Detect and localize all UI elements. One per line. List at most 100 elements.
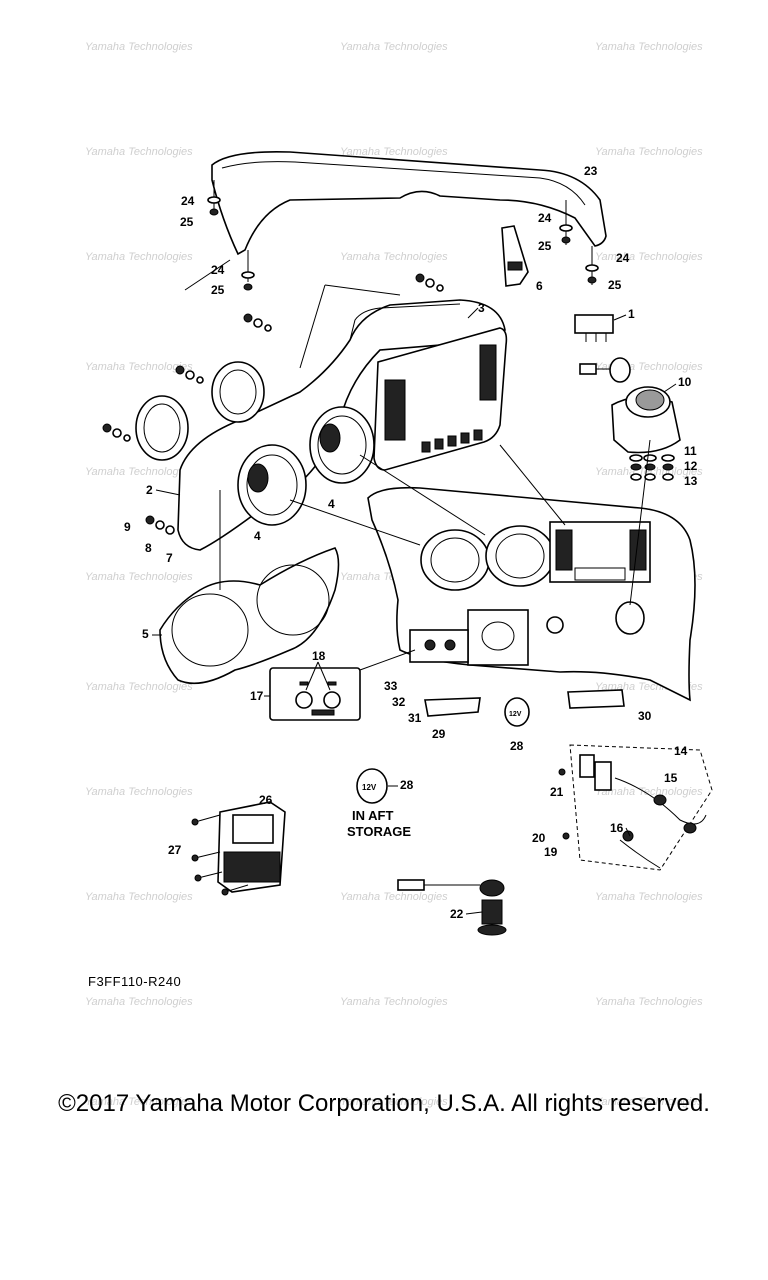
callout-3: 3 [478,301,485,315]
svg-text:Yamaha Technologies: Yamaha Technologies [340,891,448,903]
svg-text:Yamaha Technologies: Yamaha Technologies [85,681,193,693]
callout-19: 19 [544,845,558,859]
svg-text:Yamaha Technologies: Yamaha Technologies [340,251,448,263]
svg-text:Yamaha Technologies: Yamaha Technologies [595,466,703,478]
callout-1: 1 [628,307,635,321]
gauge-lower [237,444,307,526]
diagram-code: F3FF110-R240 [88,974,182,989]
callout-24a: 24 [181,194,195,208]
svg-text:Yamaha Technologies: Yamaha Technologies [340,41,448,53]
gauge-upper [309,406,375,484]
screw-21 [558,768,566,776]
vent-right [567,689,625,709]
svg-text:12V: 12V [509,711,522,718]
callout-28b: 28 [510,739,524,753]
svg-text:Yamaha Technologies: Yamaha Technologies [595,41,703,53]
usb-panel [269,667,361,721]
svg-text:Yamaha Technologies: Yamaha Technologies [85,251,193,263]
callout-31: 31 [408,711,422,725]
callout-29: 29 [432,727,446,741]
screw-19 [562,832,570,840]
vent-left [424,697,481,717]
svg-text:Yamaha Technologies: Yamaha Technologies [85,571,193,583]
callout-12: 12 [684,459,698,473]
svg-text:Yamaha Technologies: Yamaha Technologies [85,146,193,158]
bezel-opening-right [256,564,330,636]
callout-17: 17 [250,689,264,703]
gauge-ring-right [211,361,265,423]
transducer [397,879,507,936]
power-socket: 12V [504,697,530,727]
callout-23: 23 [584,164,598,178]
callout-18: 18 [312,649,326,663]
power-socket-aft: 12V [356,768,388,804]
callout-26: 26 [259,793,273,807]
svg-text:Yamaha Technologies: Yamaha Technologies [340,146,448,158]
switch-module [574,314,614,342]
display-screen [373,327,508,471]
knob-washers [629,454,675,481]
copyright-notice: ©2017 Yamaha Motor Corporation, U.S.A. A… [58,1090,710,1117]
callout-7: 7 [166,551,173,565]
bracket-screws [191,814,249,896]
svg-text:Yamaha Technologies: Yamaha Technologies [85,996,193,1008]
callout-8: 8 [145,541,152,555]
callout-24c: 24 [211,263,225,277]
svg-text:12V: 12V [362,783,377,792]
svg-text:Yamaha Technologies: Yamaha Technologies [595,786,703,798]
bracket-part [501,225,529,287]
aft-storage-caption-line2: STORAGE [347,824,411,839]
svg-text:Yamaha Technologies: Yamaha Technologies [595,891,703,903]
svg-text:Yamaha Technologies: Yamaha Technologies [340,1096,448,1108]
svg-text:Yamaha Technologies: Yamaha Technologies [85,1096,193,1108]
visor-washers [207,196,599,291]
svg-text:Yamaha Technologies: Yamaha Technologies [85,41,193,53]
callout-27: 27 [168,843,182,857]
svg-text:Yamaha Technologies: Yamaha Technologies [85,466,193,478]
bezel-opening-left [171,593,249,667]
callout-28a: 28 [400,778,414,792]
callout-15: 15 [664,771,678,785]
dashboard-assembly [367,486,696,702]
callout-24b: 24 [538,211,552,225]
svg-text:Yamaha Technologies: Yamaha Technologies [595,1096,703,1108]
callout-22: 22 [450,907,464,921]
gauge-ring-left [135,395,189,461]
callout-30: 30 [638,709,652,723]
callout-13: 13 [684,474,698,488]
svg-text:Yamaha Technologies: Yamaha Technologies [85,361,193,373]
svg-text:Yamaha Technologies: Yamaha Technologies [595,996,703,1008]
wiring-harness-group [569,744,713,871]
callout-32: 32 [392,695,406,709]
callout-4b: 4 [254,529,261,543]
connector-plug [579,357,631,383]
svg-text:Yamaha Technologies: Yamaha Technologies [340,996,448,1008]
callout-2: 2 [146,483,153,497]
bracket-slot [507,261,523,271]
callout-25d: 25 [608,278,622,292]
callout-20: 20 [532,831,546,845]
callout-25b: 25 [538,239,552,253]
watermark-layer: Yamaha Technologies Yamaha Technologies … [85,41,703,1108]
svg-text:Yamaha Technologies: Yamaha Technologies [595,251,703,263]
callout-6: 6 [536,279,543,293]
callout-25c: 25 [211,283,225,297]
gauge-bezel-plate [159,547,340,685]
svg-text:Yamaha Technologies: Yamaha Technologies [85,891,193,903]
callout-10: 10 [678,375,692,389]
callout-5: 5 [142,627,149,641]
aft-storage-caption-line1: IN AFT [352,808,393,823]
callout-33: 33 [384,679,398,693]
housing-fasteners [102,273,444,535]
top-visor-cover [211,150,607,285]
callout-9: 9 [124,520,131,534]
callout-24d: 24 [616,251,630,265]
control-knob [611,386,681,454]
switch-bracket-unit [217,801,286,893]
leader-lines [184,259,651,671]
svg-text:Yamaha Technologies: Yamaha Technologies [595,146,703,158]
callout-14: 14 [674,744,688,758]
callout-11: 11 [684,444,697,458]
svg-text:Yamaha Technologies: Yamaha Technologies [85,786,193,798]
